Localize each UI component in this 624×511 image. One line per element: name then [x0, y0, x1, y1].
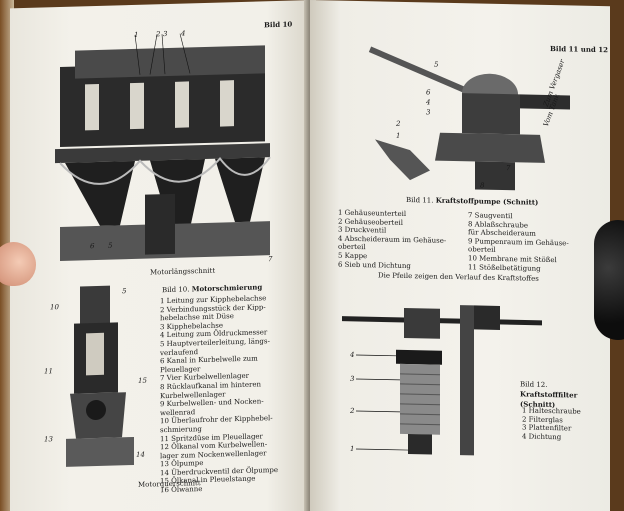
legend-list: 1 Leitung zur Kipphebelachse 2 Verbindun… — [160, 294, 278, 495]
bottom-callout-5: 5 — [122, 287, 127, 296]
top-callout-6: 6 — [90, 242, 95, 251]
top-callout-2: 2 — [156, 30, 161, 39]
legend-title-number: Bild 10. — [162, 285, 190, 295]
top-callout-7: 7 — [268, 255, 273, 264]
fig11-callout-6: 6 — [426, 88, 431, 97]
left-page: Bild 10 1 2 3 4 5 6 7 Motorlängsschnit — [10, 0, 312, 511]
fig11-item: 6 Sieb und Dichtung — [338, 260, 411, 270]
fig12-callout-1: 1 — [350, 444, 355, 453]
fig12-callout-3: 3 — [350, 374, 355, 383]
fig11-callout-5: 5 — [434, 60, 439, 69]
fig12-list: 1 Halteschraube 2 Filterglas 3 Plattenfi… — [522, 406, 581, 442]
left-page-header: Bild 10 — [264, 19, 293, 30]
fig11-callout-3: 3 — [426, 108, 431, 117]
bottom-callout-15: 15 — [138, 376, 147, 385]
top-callout-5: 5 — [108, 241, 113, 250]
fig11-callout-7: 7 — [506, 164, 511, 173]
dark-object-right-edge — [594, 220, 624, 340]
legend-title: Bild 10. Motorschmierung — [162, 282, 263, 295]
bottom-callout-10: 10 — [50, 303, 59, 312]
top-callout-4: 4 — [181, 29, 186, 38]
fig11-left-list: 1 Gehäuseunterteil 2 Gehäuseoberteil 3 D… — [338, 209, 446, 271]
fig11-caption: Bild 11. Kraftstoffpumpe (Schnitt) — [406, 196, 538, 207]
thumb — [0, 242, 36, 286]
fig12-caption-number: Bild 12. — [520, 380, 548, 389]
fig12-callout-2: 2 — [350, 406, 355, 415]
right-page: Bild 11 und 12 5 6 4 3 2 1 7 8 Vom Tank … — [310, 0, 610, 511]
bottom-callout-14: 14 — [136, 450, 145, 459]
bottom-callout-13: 13 — [44, 435, 53, 444]
fuel-pump-figure — [368, 46, 570, 191]
fig11-callout-2: 2 — [396, 119, 401, 128]
fig11-caption-text: Kraftstoffpumpe (Schnitt) — [435, 195, 539, 207]
legend-item: 16 Ölwanne — [160, 485, 203, 495]
top-callout-3: 3 — [163, 30, 168, 39]
fig11-caption-number: Bild 11. — [406, 196, 434, 205]
fig12-item: 4 Dichtung — [522, 432, 562, 442]
fuel-filter-figure — [342, 305, 542, 456]
fig11-callout-1: 1 — [396, 131, 401, 140]
engine-longitudinal-section-figure — [55, 33, 271, 262]
fig11-callout-4: 4 — [426, 98, 431, 107]
top-figure-caption: Motorlängsschnitt — [150, 266, 216, 277]
engine-cross-section-figure — [66, 285, 134, 467]
fig11-callout-8: 8 — [480, 181, 485, 190]
fig11-note: Die Pfeile zeigen den Verlauf des Krafts… — [378, 271, 539, 283]
bottom-callout-11: 11 — [44, 367, 53, 376]
legend-title-text: Motorschmierung — [191, 282, 263, 294]
top-callout-1: 1 — [134, 30, 139, 39]
fig12-callout-4: 4 — [350, 350, 355, 359]
fig11-right-list: 7 Saugventil 8 Ablaßschraube für Abschei… — [468, 211, 569, 273]
